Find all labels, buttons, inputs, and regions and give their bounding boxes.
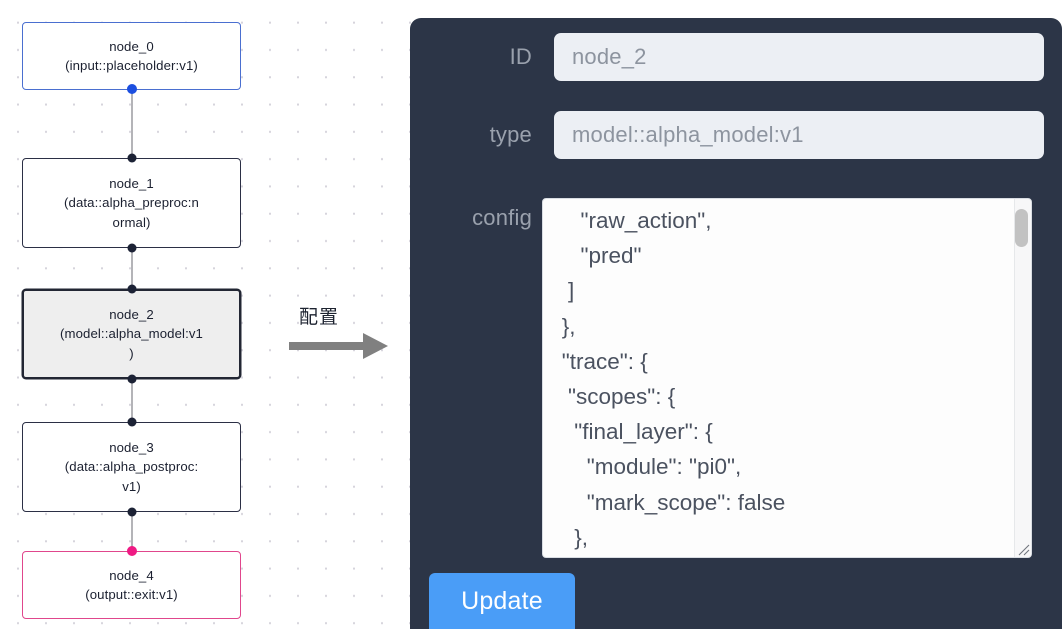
graph-node-node_4[interactable]: node_4 (output::exit:v1): [22, 551, 241, 619]
field-row-config: config "raw_action", "pred" ] }, "trace"…: [416, 198, 1032, 558]
config-textarea[interactable]: "raw_action", "pred" ] }, "trace": { "sc…: [561, 208, 786, 550]
graph-node-label: node_4 (output::exit:v1): [85, 567, 178, 603]
edge-0-1: [131, 89, 133, 159]
node-handle-source-node_0[interactable]: [126, 84, 137, 94]
id-label: ID: [509, 44, 532, 69]
config-textarea-wrapper: "raw_action", "pred" ] }, "trace": { "sc…: [542, 198, 1032, 558]
node-handle-target-node_4[interactable]: [126, 546, 137, 556]
node-handle-source-node_3[interactable]: [127, 507, 136, 517]
graph-node-label: node_2 (model::alpha_model:v1 ): [60, 306, 203, 361]
graph-node-node_0[interactable]: node_0 (input::placeholder:v1): [22, 22, 241, 90]
right-arrow-icon: [289, 333, 388, 359]
graph-node-label: node_0 (input::placeholder:v1): [65, 38, 198, 74]
field-row-id: ID node_2: [472, 33, 1044, 81]
field-row-type: type model::alpha_model:v1: [472, 111, 1044, 159]
graph-node-label: node_3 (data::alpha_postproc: v1): [64, 439, 199, 494]
node-handle-target-node_1[interactable]: [127, 153, 136, 163]
graph-node-label: node_1 (data::alpha_preproc:n ormal): [64, 175, 199, 230]
config-arrow-label: 配置: [299, 306, 340, 328]
config-scrollbar-thumb[interactable]: [1015, 209, 1028, 247]
type-label: type: [489, 122, 532, 147]
node-handle-source-node_2[interactable]: [127, 374, 136, 384]
resize-grip-icon[interactable]: [1014, 540, 1030, 556]
edge-2-3: [131, 378, 133, 448]
config-label: config: [472, 205, 532, 230]
node-handle-target-node_3[interactable]: [127, 417, 136, 427]
update-button[interactable]: Update: [429, 573, 575, 629]
node-config-panel: ID node_2 type model::alpha_model:v1 con…: [410, 18, 1062, 629]
config-scrollbar-track[interactable]: [1014, 199, 1031, 557]
graph-node-node_2[interactable]: node_2 (model::alpha_model:v1 ): [22, 289, 241, 379]
graph-node-node_1[interactable]: node_1 (data::alpha_preproc:n ormal): [22, 158, 241, 248]
graph-node-node_3[interactable]: node_3 (data::alpha_postproc: v1): [22, 422, 241, 512]
id-input[interactable]: node_2: [554, 33, 1044, 81]
edge-1-2: [131, 247, 133, 317]
type-input[interactable]: model::alpha_model:v1: [554, 111, 1044, 159]
node-handle-target-node_2[interactable]: [127, 284, 136, 294]
node-handle-source-node_1[interactable]: [127, 243, 136, 253]
